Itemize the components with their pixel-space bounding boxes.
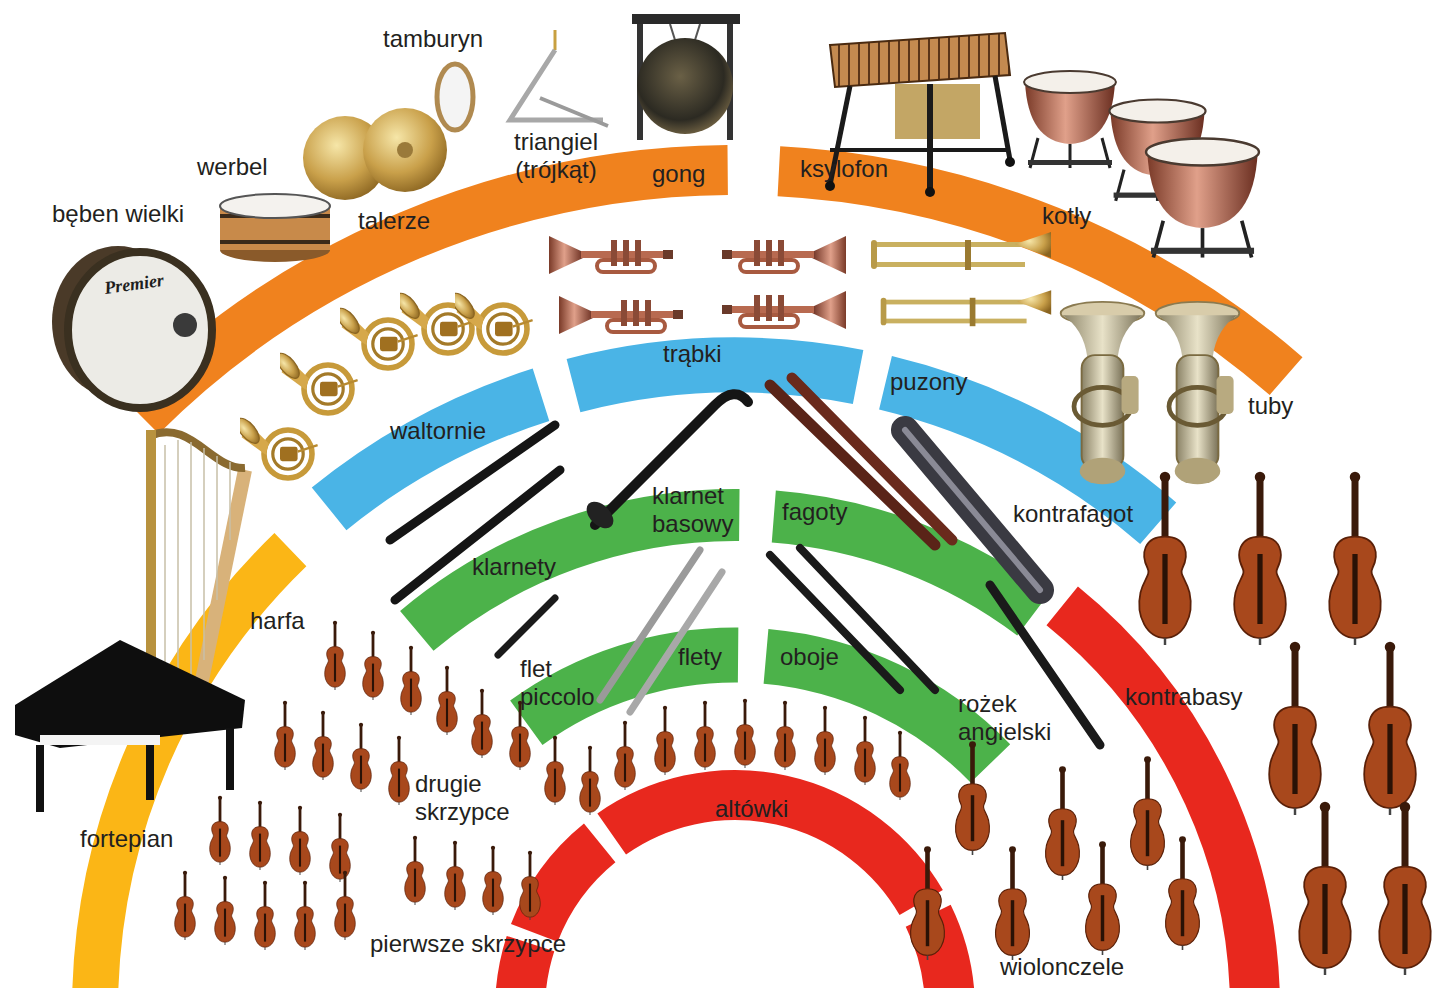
instrument-label: trąbki [663, 340, 722, 368]
instrument-label: wiolonczele [1000, 953, 1124, 981]
instrument-label: fortepian [80, 825, 173, 853]
instrument-label: kotły [1042, 202, 1091, 230]
instrument-label: fagoty [782, 498, 847, 526]
instrument-label: tuby [1248, 392, 1293, 420]
woodwinds [390, 378, 1100, 745]
instrument-label: bęben wielki [52, 200, 184, 228]
instrument-label: harfa [250, 607, 305, 635]
instrument-label: waltornie [390, 417, 486, 445]
instrument-label: klarnet basowy [652, 482, 752, 538]
instrument-label: rożek angielski [958, 690, 1073, 746]
instrument-label: gong [652, 160, 705, 188]
instrument-label: tamburyn [383, 25, 483, 53]
instrument-label: ksylofon [800, 155, 888, 183]
instrument-label: triangiel (trójkąt) [500, 128, 612, 184]
strings [175, 472, 1431, 975]
instrument-label: oboje [780, 643, 839, 671]
brass [233, 232, 1240, 484]
brand-mark: Premier [102, 266, 165, 302]
instrument-label: puzony [890, 368, 967, 396]
instrument-label: drugie skrzypce [415, 770, 535, 826]
instrument-label: werbel [197, 153, 268, 181]
instrument-label: pierwsze skrzypce [370, 930, 566, 958]
instrument-label: flety [678, 643, 722, 671]
instrument-label: flet piccolo [520, 655, 615, 711]
percussion [52, 14, 1259, 408]
instrument-label: altówki [715, 795, 788, 823]
section-bands [95, 170, 1286, 988]
instrument-label: talerze [358, 207, 430, 235]
instrument-label: kontrafagot [1013, 500, 1133, 528]
instrument-label: kontrabasy [1125, 683, 1242, 711]
harp-and-piano [15, 430, 245, 812]
instrument-label: klarnety [472, 553, 556, 581]
